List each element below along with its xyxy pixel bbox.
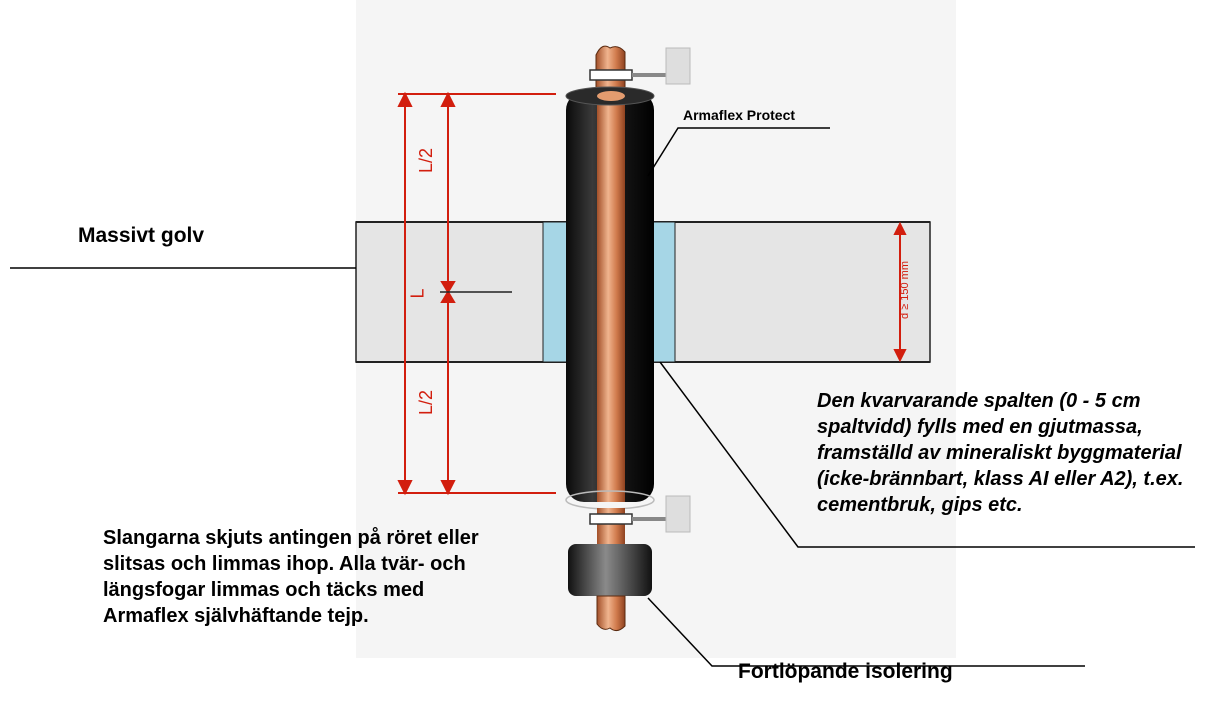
leader-lines bbox=[10, 127, 1195, 667]
dimension-upper-half-label: L/2 bbox=[416, 147, 437, 174]
pipe-top-end bbox=[597, 91, 625, 101]
floor-label: Massivt golv bbox=[78, 224, 205, 247]
gap-fill-right bbox=[649, 221, 676, 363]
gap-fill-note: Den kvarvarande spalten (0 - 5 cm spaltv… bbox=[817, 390, 1184, 516]
sleeve-note: Slangarna skjuts antingen på röret eller… bbox=[103, 527, 479, 627]
pipe-top-stub bbox=[595, 45, 626, 91]
gap-fill-left bbox=[542, 221, 569, 363]
product-label: Armaflex Protect bbox=[683, 107, 796, 123]
lower-clamp-rod bbox=[632, 517, 666, 521]
continuous-insulation bbox=[568, 544, 652, 596]
continuous-insulation-label: Fortlöpande isolering bbox=[738, 660, 953, 683]
floor-thickness-label: d ≥ 150 mm bbox=[899, 260, 912, 320]
dimension-lower-half-label: L/2 bbox=[416, 389, 437, 416]
lower-clamp-bracket bbox=[665, 495, 691, 533]
upper-clamp-band bbox=[589, 69, 633, 81]
upper-clamp-bracket bbox=[665, 47, 691, 85]
pipe-bottom-stub bbox=[596, 595, 626, 632]
pipe-body bbox=[597, 92, 625, 502]
dimension-total-label: L bbox=[407, 288, 428, 299]
upper-clamp-rod bbox=[632, 73, 666, 77]
lower-clamp-band bbox=[589, 513, 633, 525]
dimension-lines bbox=[397, 91, 907, 496]
